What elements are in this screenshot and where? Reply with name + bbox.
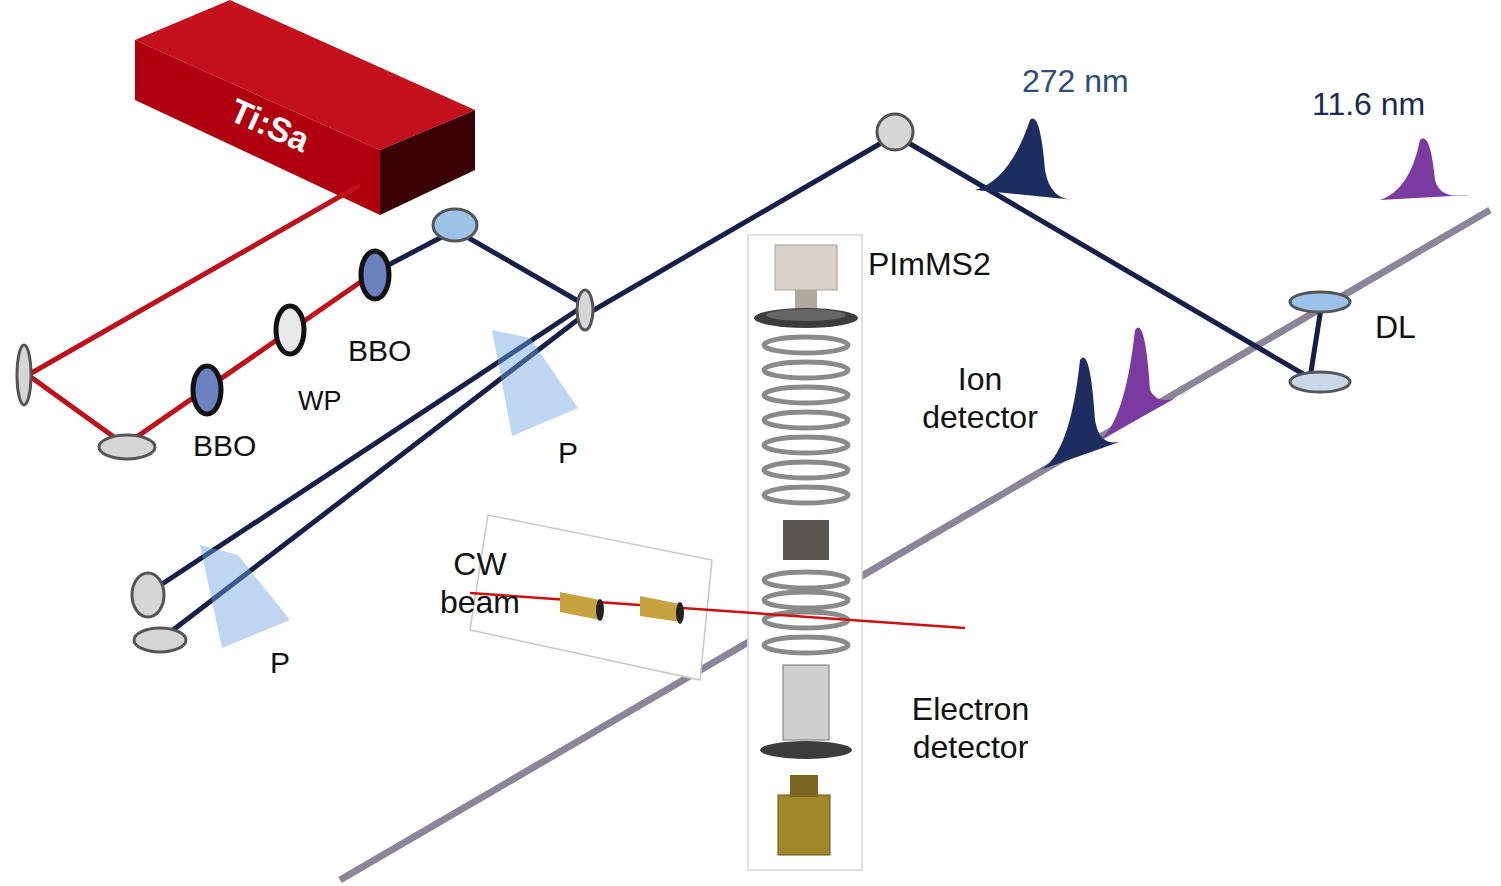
crystals [193, 251, 389, 414]
ion-rings [754, 308, 858, 328]
uv-beam [150, 305, 585, 592]
crystal-label: BBO [348, 333, 411, 369]
crystal-label: BBO [193, 428, 256, 464]
uv-pulse [975, 119, 1075, 200]
probe-beam [340, 210, 1490, 880]
prism-label: P [270, 645, 290, 681]
uv-beam [160, 135, 1322, 640]
wavelength-label: 272 nm [1022, 62, 1129, 100]
cw-laser [470, 593, 965, 628]
skimmer [560, 592, 600, 620]
prism [200, 545, 290, 648]
electrode-rings [764, 337, 848, 653]
skimmer [640, 596, 680, 622]
detector-label: Ion detector [905, 360, 1055, 437]
prism-label: P [558, 435, 578, 471]
mirrors [17, 114, 1350, 652]
laser-end [380, 110, 475, 215]
detector-label: PImMS2 [868, 245, 991, 283]
xuv-pulse [1380, 138, 1470, 200]
electron-plate [760, 741, 852, 759]
detector-label: Electron detector [888, 690, 1053, 767]
camera [775, 245, 837, 290]
uv-pulse [1040, 358, 1125, 471]
wavelength-label: 11.6 nm [1312, 85, 1425, 123]
laser-front [135, 40, 380, 215]
drift-tube [783, 520, 829, 560]
electron-tube [783, 665, 829, 740]
spectrometer-panel [748, 235, 862, 870]
beam-label: CW beam [420, 545, 540, 622]
camera-mount [790, 775, 818, 797]
prism [492, 330, 578, 436]
uv-beam [375, 230, 585, 305]
waveplate-label: WP [298, 385, 342, 417]
electron-camera [778, 795, 830, 855]
delay-line-label: DL [1375, 308, 1416, 346]
fundamental-beam [28, 185, 375, 445]
xuv-pulse [1100, 328, 1190, 441]
